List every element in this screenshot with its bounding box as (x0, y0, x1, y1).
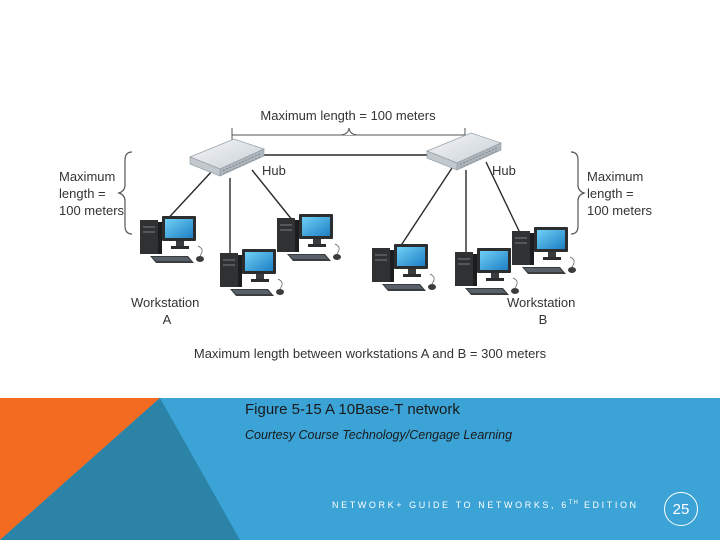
network-diagram: Maximum length = 100 meters Hub Hub Maxi… (0, 0, 720, 398)
workstation-a-label: Workstation A (131, 295, 203, 327)
figure-credit: Courtesy Course Technology/Cengage Learn… (245, 428, 512, 442)
top-length-label: Maximum length = 100 meters (260, 108, 436, 123)
workstation-b (455, 248, 519, 295)
bottom-length-label: Maximum length between workstations A an… (194, 346, 547, 361)
workstation-right-1 (372, 244, 436, 291)
hub-right (427, 133, 501, 170)
footer-text: NETWORK+ GUIDE TO NETWORKS, 6TH EDITION (332, 500, 639, 510)
footer-superscript: TH (569, 500, 579, 506)
workstation-b-label: Workstation B (507, 295, 579, 327)
hub-right-label: Hub (492, 163, 516, 178)
right-bracket-label: Maximum length = 100 meters (587, 169, 653, 218)
workstation-a (220, 249, 284, 296)
left-bracket-label: Maximum length = 100 meters (59, 169, 125, 218)
page-number: 25 (664, 492, 698, 526)
workstation-right-3 (512, 227, 576, 274)
workstation-left-1 (140, 216, 204, 263)
footer-title: NETWORK+ GUIDE TO NETWORKS, 6 (332, 500, 569, 510)
workstation-left-3 (277, 214, 341, 261)
top-dimension-line (232, 128, 465, 142)
decorative-footer-band (0, 398, 720, 540)
left-bracket (119, 152, 132, 234)
footer-edition: EDITION (579, 500, 639, 510)
hub-left-label: Hub (262, 163, 286, 178)
figure-caption: Figure 5-15 A 10Base-T network (245, 401, 460, 418)
right-bracket (571, 152, 584, 234)
